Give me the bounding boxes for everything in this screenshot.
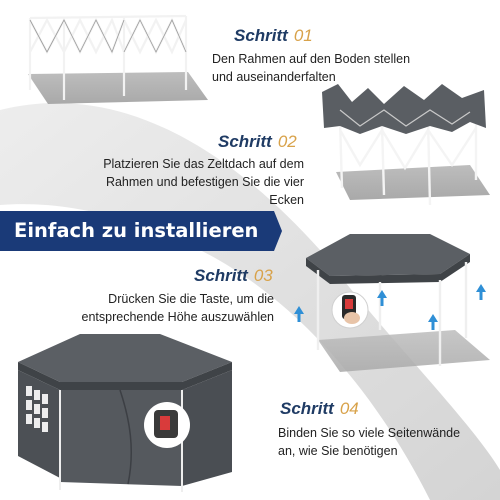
step-4-label: Schritt <box>280 399 334 418</box>
step-2-line-2: Rahmen und befestigen Sie die vier Ecken <box>105 175 304 207</box>
step-4-line-1: Binden Sie so viele Seitenwände <box>278 426 461 440</box>
banner-title: Einfach zu installieren <box>14 219 259 242</box>
step-2-number: 02 <box>277 132 297 151</box>
step-2-description: Platzieren Sie das Zeltdach auf dem Rahm… <box>78 155 304 209</box>
canopy-on-frame-illustration <box>322 84 490 206</box>
height-button-closeup <box>331 291 369 329</box>
step-3-description: Drücken Sie die Taste, um die entspreche… <box>52 290 275 326</box>
step-1-title: Schritt 01 <box>234 26 313 46</box>
step-1-line-1: Den Rahmen auf den Boden stellen <box>212 52 411 66</box>
step-3-number: 03 <box>253 266 273 285</box>
step-1-description: Den Rahmen auf den Boden stellen und aus… <box>212 50 410 86</box>
step-4-title: Schritt 04 <box>280 399 359 419</box>
background-swoosh <box>0 102 500 500</box>
step-1-line-2: und auseinanderfalten <box>212 70 336 84</box>
step-3-label: Schritt <box>194 266 248 285</box>
banner-shape <box>0 211 282 251</box>
step-4-description: Binden Sie so viele Seitenwände an, wie … <box>278 424 460 460</box>
step-1-number: 01 <box>293 26 313 45</box>
step-2-line-1: Platzieren Sie das Zeltdach auf dem <box>103 157 304 171</box>
tent-raised-illustration <box>294 234 490 372</box>
step-2-title: Schritt 02 <box>218 132 297 152</box>
step-3-line-2: entsprechende Höhe auszuwählen <box>81 310 275 324</box>
step-2-label: Schritt <box>218 132 272 151</box>
up-arrow-icon <box>294 284 486 330</box>
step-4-line-2: an, wie Sie benötigen <box>278 444 398 458</box>
step-3-line-1: Drücken Sie die Taste, um die <box>108 292 274 306</box>
tent-with-walls-illustration <box>18 334 232 492</box>
step-4-number: 04 <box>339 399 359 418</box>
step-3-title: Schritt 03 <box>194 266 273 286</box>
frame-illustration <box>28 14 208 104</box>
step-1-label: Schritt <box>234 26 288 45</box>
